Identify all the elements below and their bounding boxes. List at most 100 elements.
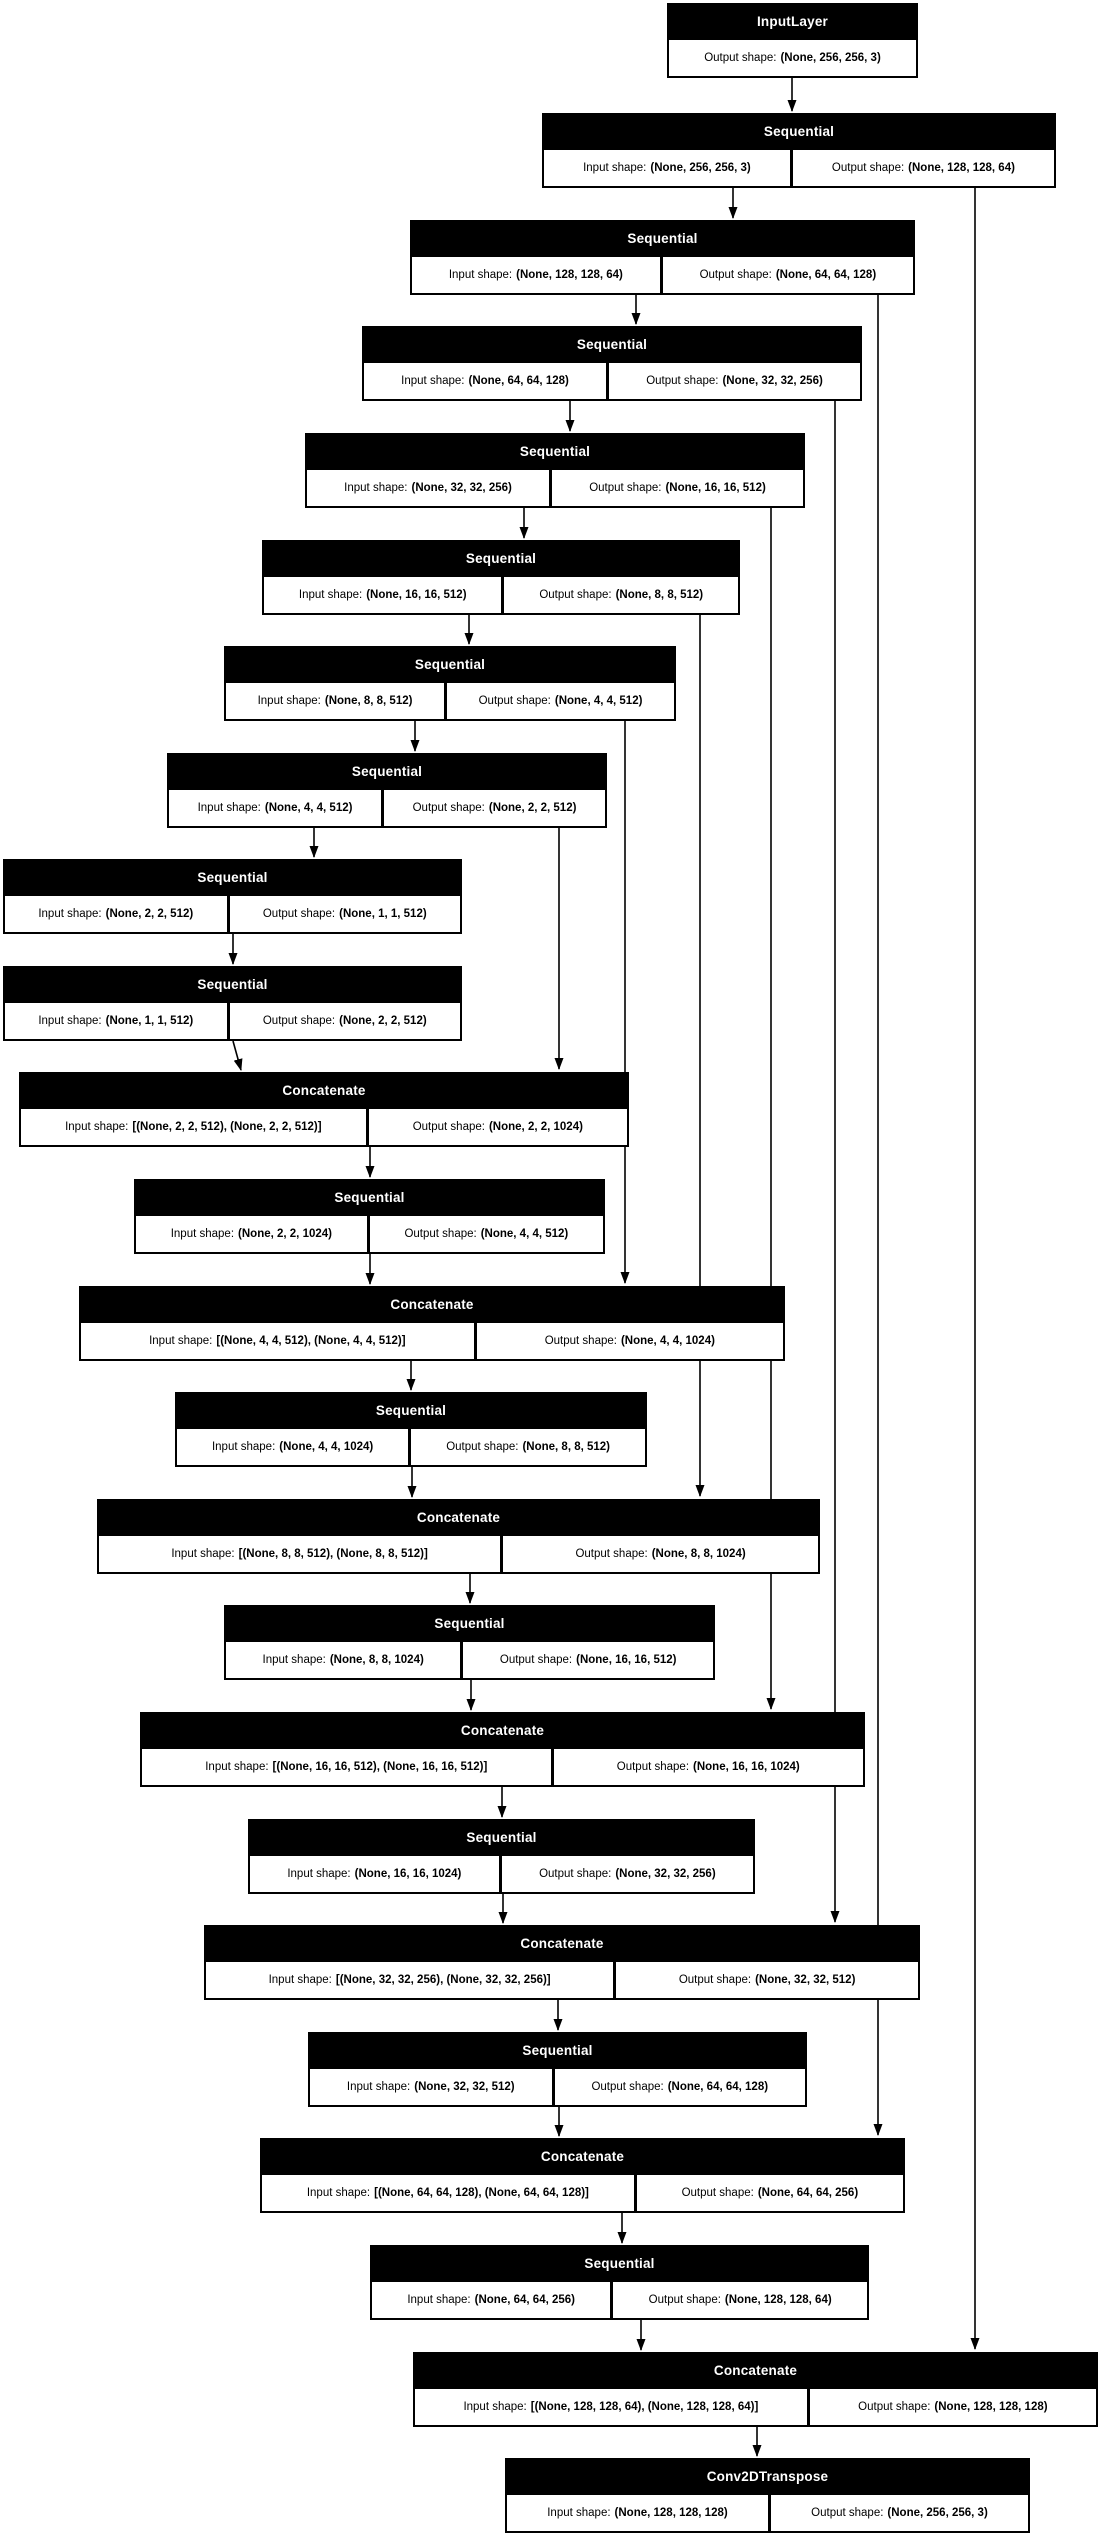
- output-shape-value: (None, 8, 8, 1024): [651, 1548, 746, 1560]
- input-shape-value: [(None, 128, 128, 64), (None, 128, 128, …: [530, 2401, 759, 2413]
- output-shape-label: Output shape:: [262, 908, 336, 920]
- output-shape-value: (None, 128, 128, 64): [908, 162, 1015, 174]
- output-shape-label: Output shape:: [575, 1548, 648, 1560]
- output-shape-value: (None, 8, 8, 512): [522, 1441, 611, 1453]
- input-shape-label: Input shape:: [448, 269, 513, 281]
- node-sequential-15: Sequential Input shape:(None, 64, 64, 25…: [370, 2245, 869, 2320]
- node-concatenate-5: Concatenate Input shape:[(None, 32, 32, …: [204, 1925, 920, 2000]
- node-sequential-8: Sequential Input shape:(None, 2, 2, 512)…: [3, 859, 462, 934]
- input-shape-cell: Input shape:[(None, 32, 32, 256), (None,…: [206, 1962, 614, 1998]
- input-shape-value: (None, 2, 2, 1024): [238, 1228, 332, 1240]
- input-shape-label: Input shape:: [344, 482, 408, 494]
- node-title: Sequential: [414, 657, 486, 672]
- node-title: Concatenate: [282, 1083, 366, 1098]
- output-shape-label: Output shape:: [404, 1228, 477, 1240]
- input-shape-cell: Input shape:(None, 32, 32, 256): [307, 470, 550, 506]
- node-title: Sequential: [334, 1190, 405, 1205]
- input-shape-cell: Input shape:(None, 64, 64, 256): [372, 2282, 611, 2318]
- input-shape-cell: Input shape:(None, 4, 4, 1024): [177, 1429, 409, 1465]
- output-shape-label: Output shape:: [262, 1015, 336, 1027]
- output-shape-cell: Output shape:(None, 128, 128, 128): [809, 2389, 1097, 2425]
- input-shape-value: (None, 256, 256, 3): [650, 162, 751, 174]
- output-shape-label: Output shape:: [591, 2081, 664, 2093]
- input-shape-label: Input shape:: [268, 1974, 332, 1986]
- output-shape-label: Output shape:: [412, 802, 485, 814]
- output-shape-label: Output shape:: [616, 1761, 690, 1773]
- output-shape-cell: Output shape:(None, 8, 8, 1024): [503, 1536, 819, 1572]
- output-shape-cell: Output shape:(None, 4, 4, 512): [369, 1216, 603, 1252]
- input-shape-value: [(None, 64, 64, 128), (None, 64, 64, 128…: [374, 2187, 589, 2199]
- input-shape-value: (None, 64, 64, 256): [474, 2294, 575, 2306]
- node-title: Concatenate: [460, 1723, 545, 1738]
- output-shape-value: (None, 16, 16, 512): [576, 1654, 677, 1666]
- input-shape-label: Input shape:: [257, 695, 321, 707]
- output-shape-value: (None, 64, 64, 128): [667, 2081, 769, 2093]
- input-shape-value: [(None, 32, 32, 256), (None, 32, 32, 256…: [335, 1974, 551, 1986]
- input-shape-value: (None, 16, 16, 1024): [354, 1868, 462, 1880]
- flow-edge: [232, 1040, 243, 1071]
- flow-edges: [228, 78, 797, 2457]
- output-shape-cell: Output shape:(None, 64, 64, 128): [554, 2069, 805, 2105]
- node-sequential-11: Sequential Input shape:(None, 4, 4, 1024…: [175, 1392, 647, 1467]
- input-shape-label: Input shape:: [583, 162, 647, 174]
- node-title: Sequential: [351, 764, 423, 779]
- output-shape-value: (None, 4, 4, 512): [480, 1228, 569, 1240]
- output-shape-label: Output shape:: [544, 1335, 617, 1347]
- node-sequential-5: Sequential Input shape:(None, 16, 16, 51…: [262, 540, 740, 615]
- input-shape-value: (None, 2, 2, 512): [105, 908, 194, 920]
- output-shape-cell: Output shape:(None, 1, 1, 512): [229, 896, 460, 932]
- node-sequential-1: Sequential Input shape:(None, 256, 256, …: [542, 113, 1056, 188]
- node-title: Sequential: [197, 977, 268, 992]
- output-shape-value: (None, 32, 32, 512): [755, 1974, 856, 1986]
- input-shape-cell: Input shape:[(None, 128, 128, 64), (None…: [415, 2389, 807, 2425]
- input-shape-cell: Input shape:(None, 64, 64, 128): [364, 363, 607, 399]
- node-sequential-10: Sequential Input shape:(None, 2, 2, 1024…: [134, 1179, 605, 1254]
- output-shape-label: Output shape:: [681, 2187, 754, 2199]
- output-shape-cell: Output shape:(None, 4, 4, 512): [447, 683, 674, 719]
- node-sequential-3: Sequential Input shape:(None, 64, 64, 12…: [362, 326, 862, 401]
- output-shape-cell: Output shape:(None, 128, 128, 64): [613, 2282, 868, 2318]
- output-shape-cell: Output shape:(None, 64, 64, 256): [636, 2175, 904, 2211]
- input-shape-value: [(None, 16, 16, 512), (None, 16, 16, 512…: [272, 1761, 488, 1773]
- input-shape-cell: Input shape:[(None, 2, 2, 512), (None, 2…: [21, 1109, 366, 1145]
- input-shape-value: (None, 32, 32, 512): [414, 2081, 515, 2093]
- input-shape-cell: Input shape:[(None, 8, 8, 512), (None, 8…: [99, 1536, 501, 1572]
- node-title: Sequential: [522, 2043, 593, 2058]
- input-shape-cell: Input shape:(None, 8, 8, 512): [226, 683, 445, 719]
- input-shape-label: Input shape:: [205, 1761, 269, 1773]
- node-sequential-13: Sequential Input shape:(None, 16, 16, 10…: [248, 1819, 755, 1894]
- input-shape-cell: Input shape:(None, 2, 2, 512): [5, 896, 227, 932]
- output-shape-cell: Output shape:(None, 128, 128, 64): [792, 150, 1055, 186]
- input-shape-cell: Input shape:(None, 16, 16, 512): [264, 577, 502, 613]
- node-title: Sequential: [584, 2256, 655, 2271]
- output-shape-cell: Output shape:(None, 2, 2, 1024): [368, 1109, 628, 1145]
- node-concatenate-3: Concatenate Input shape:[(None, 8, 8, 51…: [97, 1499, 820, 1574]
- output-shape-cell: Output shape:(None, 64, 64, 128): [662, 257, 914, 293]
- node-concatenate-7: Concatenate Input shape:[(None, 128, 128…: [413, 2352, 1098, 2427]
- input-shape-cell: Input shape:[(None, 4, 4, 512), (None, 4…: [81, 1323, 474, 1359]
- input-shape-value: [(None, 4, 4, 512), (None, 4, 4, 512)]: [216, 1335, 406, 1347]
- output-shape-cell: Output shape:(None, 16, 16, 1024): [553, 1749, 863, 1785]
- input-shape-label: Input shape:: [170, 1228, 235, 1240]
- output-shape-value: (None, 4, 4, 512): [554, 695, 643, 707]
- output-shape-cell: Output shape:(None, 16, 16, 512): [552, 470, 803, 506]
- node-title: Concatenate: [520, 1936, 604, 1951]
- output-shape-cell: Output shape:(None, 32, 32, 256): [501, 1856, 754, 1892]
- output-shape-value: (None, 64, 64, 128): [775, 269, 877, 281]
- input-shape-label: Input shape:: [287, 1868, 351, 1880]
- output-shape-label: Output shape:: [831, 162, 905, 174]
- output-shape-label: Output shape:: [704, 52, 777, 64]
- output-shape-value: (None, 1, 1, 512): [339, 908, 427, 920]
- input-shape-label: Input shape:: [401, 375, 465, 387]
- node-sequential-6: Sequential Input shape:(None, 8, 8, 512)…: [224, 646, 676, 721]
- output-shape-cell: Output shape:(None, 4, 4, 1024): [476, 1323, 784, 1359]
- output-shape-value: (None, 128, 128, 128): [934, 2401, 1048, 2413]
- input-shape-label: Input shape:: [346, 2081, 411, 2093]
- input-shape-value: (None, 8, 8, 1024): [329, 1654, 424, 1666]
- node-title: Sequential: [197, 870, 268, 885]
- node-title: Sequential: [465, 551, 537, 566]
- node-conv2dtranspose: Conv2DTranspose Input shape:(None, 128, …: [505, 2458, 1030, 2533]
- output-shape-value: (None, 256, 256, 3): [887, 2507, 988, 2519]
- input-shape-value: (None, 4, 4, 1024): [279, 1441, 374, 1453]
- output-shape-label: Output shape:: [589, 482, 662, 494]
